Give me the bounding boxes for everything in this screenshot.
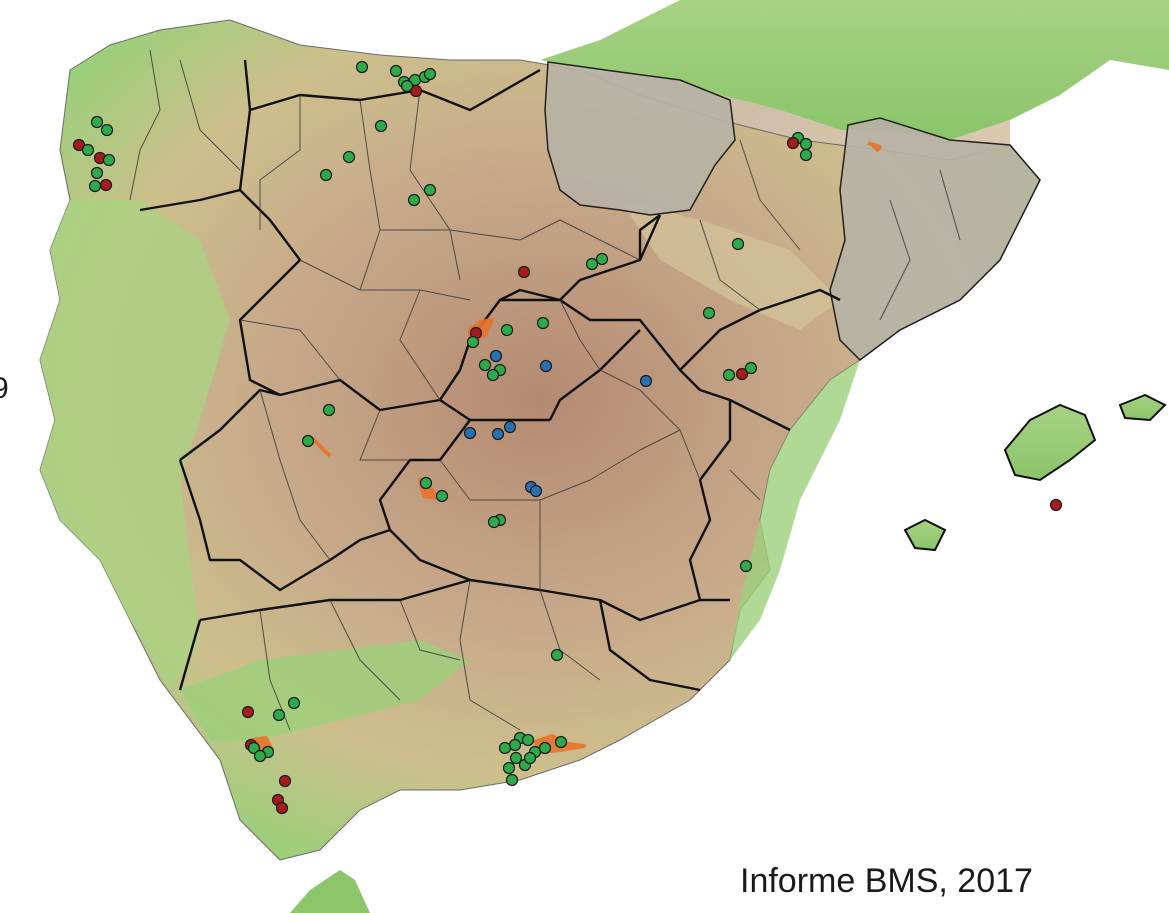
green-site-marker [722,368,736,382]
green-site-marker [739,559,753,573]
green-site-marker [595,252,609,266]
red-site-marker [72,138,86,152]
green-site-marker [253,749,267,763]
green-site-marker [538,741,552,755]
green-site-marker [322,403,336,417]
blue-site-marker [463,426,477,440]
red-site-marker [275,801,289,815]
green-site-marker [505,773,519,787]
red-site-marker [786,136,800,150]
green-site-marker [423,183,437,197]
green-site-marker [466,335,480,349]
green-site-marker [423,67,437,81]
red-site-marker [99,178,113,192]
excluded-basque-navarra [544,61,736,216]
blue-site-marker [539,359,553,373]
monitoring-sites [72,60,1063,815]
provincial-borders [129,49,961,731]
orange-transect [867,141,882,153]
green-site-marker [342,150,356,164]
france-land [540,0,1169,140]
green-site-marker [500,323,514,337]
ebro-valley [620,200,840,330]
green-site-marker [287,696,301,710]
green-site-marker [744,361,758,375]
green-site-marker [487,515,501,529]
green-site-marker [102,153,116,167]
green-site-marker [702,306,716,320]
red-site-marker [409,84,423,98]
blue-site-marker [639,374,653,388]
green-site-marker [319,168,333,182]
green-site-marker [585,257,599,271]
green-site-marker [731,237,745,251]
green-site-marker [374,119,388,133]
source-caption: Informe BMS, 2017 [740,862,1033,900]
excluded-catalonia [829,117,1041,361]
green-site-marker [400,79,414,93]
red-site-marker [241,705,255,719]
menorca [1118,393,1167,422]
north-africa-coast [290,870,370,913]
green-site-marker [554,735,568,749]
green-site-marker [81,143,95,157]
green-site-marker [478,358,492,372]
red-site-marker [1049,498,1063,512]
orange-transect [310,436,332,458]
green-site-marker [502,761,516,775]
green-site-marker [355,60,369,74]
red-site-marker [517,265,531,279]
red-site-marker [735,367,749,381]
blue-site-marker [491,427,505,441]
green-site-marker [90,166,104,180]
green-site-marker [509,751,523,765]
green-site-marker [550,648,564,662]
green-site-marker [90,115,104,129]
green-site-marker [389,64,403,78]
portugal-lowlands [40,200,230,690]
green-site-marker [272,708,286,722]
green-site-marker [419,476,433,490]
green-site-marker [799,148,813,162]
levante-coast [730,360,860,660]
green-site-marker [523,751,537,765]
green-site-marker [486,368,500,382]
green-site-marker [521,733,535,747]
edge-number-text: 9 [0,372,9,405]
green-site-marker [508,738,522,752]
red-site-marker [278,774,292,788]
green-site-marker [247,741,261,755]
ibiza [903,518,947,552]
green-site-marker [100,123,114,137]
green-site-marker [435,489,449,503]
green-site-marker [301,434,315,448]
green-site-marker [799,137,813,151]
blue-site-marker [489,349,503,363]
green-site-marker [536,316,550,330]
green-site-marker [498,741,512,755]
blue-site-marker [529,484,543,498]
mallorca [1003,403,1097,482]
blue-site-marker [503,420,517,434]
green-site-marker [88,179,102,193]
green-site-marker [407,193,421,207]
